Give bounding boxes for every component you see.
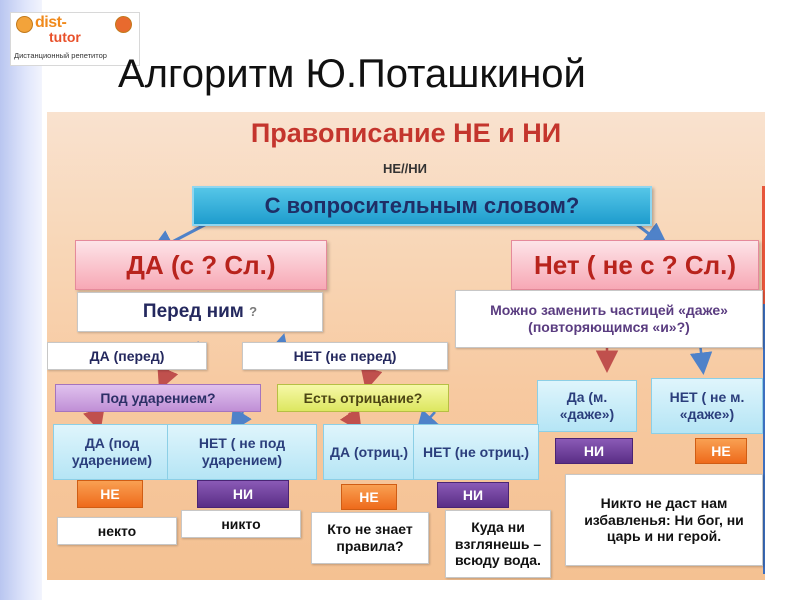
before-no-box: НЕТ (не перед) (242, 342, 448, 370)
before-question-box: Перед ним ? (77, 292, 323, 332)
negation-question-box: Есть отрицание? (277, 384, 449, 412)
dist-tutor-logo: dist- tutor Дистанционный репетитор (10, 12, 140, 66)
before-question-mark: ? (249, 304, 258, 320)
before-question-text: Перед ним (142, 300, 244, 322)
diagram-heading: Правописание НЕ и НИ (250, 118, 562, 149)
example-nekto: некто (57, 517, 177, 545)
arrow-to-neg-q (360, 366, 383, 391)
decor-trim-red (762, 186, 765, 304)
yes-branch-box: ДА (с ? Сл.) (75, 240, 327, 290)
negation-no-box: НЕТ (не отриц.) (413, 424, 539, 480)
example-kuda-ni: Куда ни взглянешь – всюду вода. (445, 510, 551, 578)
logo-face-icon-right (115, 16, 132, 33)
stressed-no-box: НЕТ ( не под ударением) (167, 424, 317, 480)
diagram-subheading: НЕ//НИ (382, 161, 427, 177)
no-branch-box: Нет ( не с ? Сл.) (511, 240, 759, 290)
badge-ne-stressed: НЕ (77, 480, 143, 508)
before-yes-box: ДА (перед) (47, 342, 207, 370)
replace-yes-box: Да (м. «даже») (537, 380, 637, 432)
decor-trim-blue (763, 304, 765, 574)
logo-brand-line1: dist- (35, 14, 67, 31)
stress-question-box: Под ударением? (55, 384, 261, 412)
question-box: С вопросительным словом? (192, 186, 652, 226)
negation-yes-box: ДА (отриц.) (323, 424, 415, 480)
replace-no-box: НЕТ ( не м. «даже») (651, 378, 763, 434)
replace-question-box: Можно заменить частицей «даже» (повторяю… (455, 290, 763, 348)
badge-ni-no-branch: НИ (555, 438, 633, 464)
badge-ni-unstressed: НИ (197, 480, 289, 508)
example-kto-ne-znaet: Кто не знает правила? (311, 512, 429, 564)
example-nikto: никто (181, 510, 301, 538)
slide-title: Алгоритм Ю.Поташкиной (118, 52, 586, 96)
logo-brand-line2: tutor (49, 29, 81, 45)
stressed-yes-box: ДА (под ударением) (53, 424, 171, 480)
arrow-to-stress-q (157, 365, 179, 391)
badge-ne-no-branch: НЕ (695, 438, 747, 464)
logo-face-icon (16, 16, 33, 33)
left-decor-bar (0, 0, 42, 600)
badge-ne-negation: НЕ (341, 484, 397, 510)
logo-caption: Дистанционный репетитор (14, 51, 107, 60)
badge-ni-no-negation: НИ (437, 482, 509, 508)
example-nikto-ne-dast: Никто не даст нам избавленья: Ни бог, ни… (565, 474, 763, 566)
diagram-panel: Правописание НЕ и НИ НЕ//НИ С вопросител… (47, 112, 765, 580)
